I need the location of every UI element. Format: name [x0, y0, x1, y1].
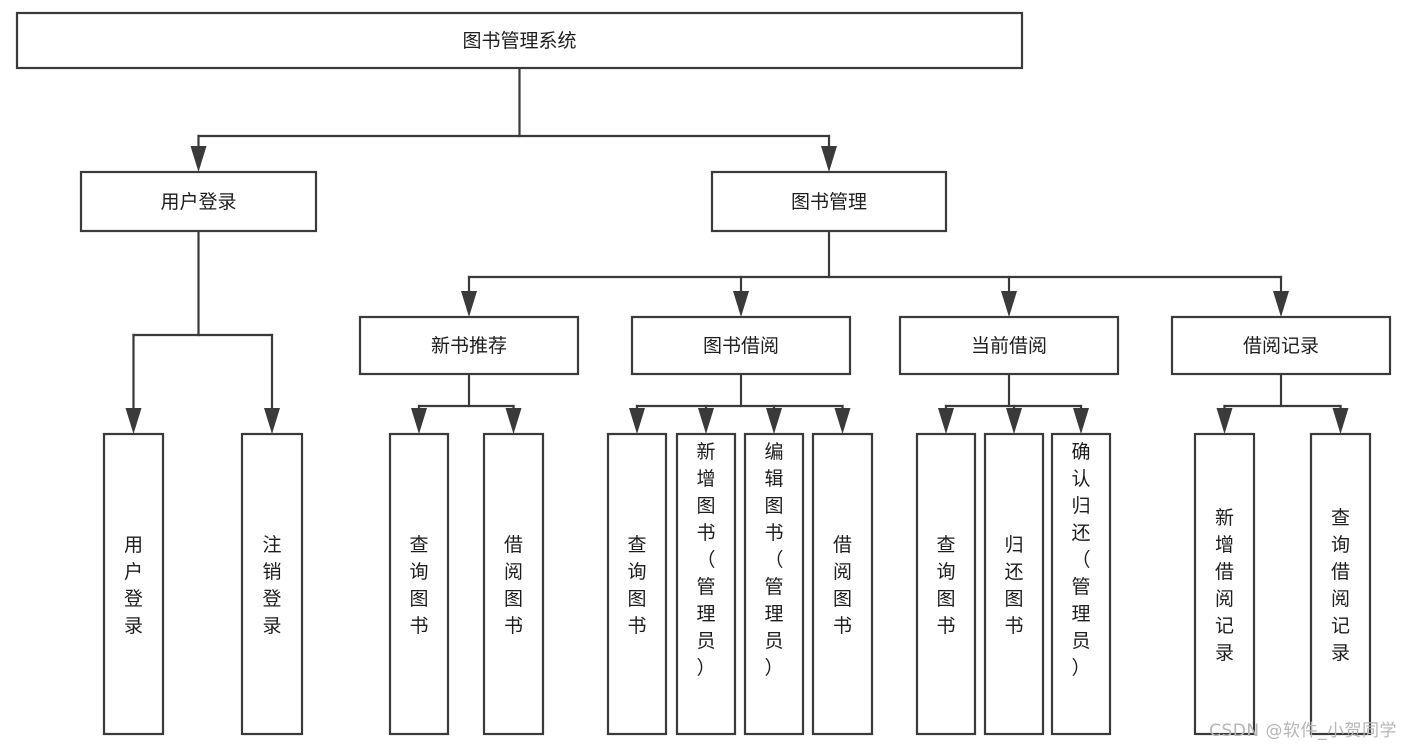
- node-label-book-manage: 图书管理: [791, 191, 867, 213]
- node-box-leaf-rec-borrow-book[interactable]: [482, 432, 545, 736]
- arrow-head-leaf-borrow-query-book: [629, 408, 645, 434]
- node-label-leaf-record-add: 新增借阅记录: [1215, 507, 1234, 664]
- arrow-head-user-login: [190, 146, 207, 172]
- arrow-head-leaf-record-add: [1216, 408, 1233, 434]
- connector-group-new-book-rec: [411, 372, 522, 434]
- node-leaf-borrow-edit-book[interactable]: 编辑图书（管理员）: [743, 432, 805, 736]
- arrow-head-leaf-current-query-book: [938, 408, 954, 434]
- node-label-leaf-record-query: 查询借阅记录: [1331, 507, 1350, 664]
- node-leaf-user-login[interactable]: 用户登录: [102, 432, 165, 736]
- node-label-leaf-current-confirm-return: 确认归还（管理员）: [1071, 441, 1090, 679]
- node-label-leaf-user-logout: 注销登录: [262, 534, 281, 637]
- node-leaf-rec-query-book[interactable]: 查询图书: [388, 432, 450, 736]
- node-leaf-borrow-query-book[interactable]: 查询图书: [606, 432, 668, 736]
- arrow-head-leaf-rec-borrow-book: [505, 408, 522, 434]
- node-box-leaf-borrow-add-book[interactable]: [675, 432, 737, 736]
- node-box-borrow-record[interactable]: [1170, 315, 1392, 376]
- node-box-leaf-current-return-book[interactable]: [983, 432, 1045, 736]
- connector-group-book-manage: [461, 229, 1289, 317]
- node-new-book-rec[interactable]: 新书推荐: [358, 315, 580, 376]
- node-box-leaf-current-query-book[interactable]: [915, 432, 977, 736]
- node-box-leaf-record-add[interactable]: [1193, 432, 1256, 736]
- node-label-leaf-borrow-borrow-book: 借阅图书: [833, 534, 852, 637]
- connector-group-book-borrow: [629, 372, 851, 434]
- node-label-leaf-borrow-add-book: 新增图书（管理员）: [696, 441, 715, 679]
- node-label-leaf-rec-query-book: 查询图书: [409, 534, 428, 637]
- node-box-current-borrow[interactable]: [898, 315, 1120, 376]
- arrow-head-leaf-borrow-edit-book: [766, 408, 782, 434]
- node-box-book-manage[interactable]: [710, 170, 948, 233]
- node-box-leaf-user-logout[interactable]: [240, 432, 304, 736]
- nodes-layer: 图书管理系统用户登录图书管理新书推荐图书借阅当前借阅借阅记录用户登录注销登录查询…: [15, 11, 1392, 736]
- arrow-head-leaf-current-return-book: [1006, 408, 1022, 434]
- arrow-head-leaf-user-login: [125, 408, 142, 434]
- node-leaf-current-return-book[interactable]: 归还图书: [983, 432, 1045, 736]
- connector-group-root: [190, 66, 837, 172]
- node-box-leaf-current-confirm-return[interactable]: [1050, 432, 1112, 736]
- csdn-watermark: CSDN @软件_小贺同学: [1209, 721, 1397, 741]
- node-box-leaf-borrow-query-book[interactable]: [606, 432, 668, 736]
- connector-group-user-login: [125, 229, 280, 434]
- connector-group-borrow-record: [1216, 372, 1349, 434]
- node-box-leaf-rec-query-book[interactable]: [388, 432, 450, 736]
- node-user-login[interactable]: 用户登录: [79, 170, 318, 233]
- node-box-user-login[interactable]: [79, 170, 318, 233]
- arrow-head-leaf-record-query: [1332, 408, 1349, 434]
- arrow-head-book-borrow: [733, 291, 749, 317]
- connector-group-current-borrow: [938, 372, 1089, 434]
- node-label-borrow-record: 借阅记录: [1243, 335, 1319, 357]
- node-label-leaf-current-query-book: 查询图书: [936, 534, 955, 637]
- arrow-head-leaf-rec-query-book: [411, 408, 427, 434]
- node-box-leaf-borrow-edit-book[interactable]: [743, 432, 805, 736]
- node-box-leaf-record-query[interactable]: [1309, 432, 1372, 736]
- node-box-root[interactable]: [15, 11, 1024, 70]
- node-leaf-record-query[interactable]: 查询借阅记录: [1309, 432, 1372, 736]
- node-box-new-book-rec[interactable]: [358, 315, 580, 376]
- arrow-head-leaf-current-confirm-return: [1073, 408, 1089, 434]
- node-borrow-record[interactable]: 借阅记录: [1170, 315, 1392, 376]
- node-book-manage[interactable]: 图书管理: [710, 170, 948, 233]
- node-leaf-current-confirm-return[interactable]: 确认归还（管理员）: [1050, 432, 1112, 736]
- node-label-leaf-current-return-book: 归还图书: [1004, 534, 1023, 637]
- node-label-user-login: 用户登录: [160, 191, 236, 213]
- node-label-leaf-rec-borrow-book: 借阅图书: [504, 534, 523, 637]
- arrow-head-leaf-borrow-borrow-book: [834, 408, 851, 434]
- node-label-current-borrow: 当前借阅: [971, 335, 1047, 357]
- node-label-new-book-rec: 新书推荐: [431, 335, 507, 357]
- node-box-book-borrow[interactable]: [630, 315, 852, 376]
- node-leaf-record-add[interactable]: 新增借阅记录: [1193, 432, 1256, 736]
- arrow-head-new-book-rec: [461, 291, 477, 317]
- edges-layer: [125, 66, 1349, 434]
- arrow-head-book-manage: [821, 146, 837, 172]
- node-book-borrow[interactable]: 图书借阅: [630, 315, 852, 376]
- node-root[interactable]: 图书管理系统: [15, 11, 1024, 70]
- node-leaf-borrow-borrow-book[interactable]: 借阅图书: [811, 432, 874, 736]
- node-current-borrow[interactable]: 当前借阅: [898, 315, 1120, 376]
- arrow-head-leaf-user-logout: [264, 408, 280, 434]
- node-label-root: 图书管理系统: [462, 30, 576, 52]
- arrow-head-borrow-record: [1273, 291, 1289, 317]
- node-box-leaf-user-login[interactable]: [102, 432, 165, 736]
- node-label-leaf-user-login: 用户登录: [124, 534, 143, 637]
- node-leaf-rec-borrow-book[interactable]: 借阅图书: [482, 432, 545, 736]
- node-leaf-current-query-book[interactable]: 查询图书: [915, 432, 977, 736]
- arrow-head-leaf-borrow-add-book: [698, 408, 714, 434]
- node-label-leaf-borrow-edit-book: 编辑图书（管理员）: [764, 441, 783, 679]
- node-leaf-user-logout[interactable]: 注销登录: [240, 432, 304, 736]
- arrow-head-current-borrow: [1001, 291, 1017, 317]
- node-label-book-borrow: 图书借阅: [703, 335, 779, 357]
- node-label-leaf-borrow-query-book: 查询图书: [627, 534, 646, 637]
- node-box-leaf-borrow-borrow-book[interactable]: [811, 432, 874, 736]
- node-leaf-borrow-add-book[interactable]: 新增图书（管理员）: [675, 432, 737, 736]
